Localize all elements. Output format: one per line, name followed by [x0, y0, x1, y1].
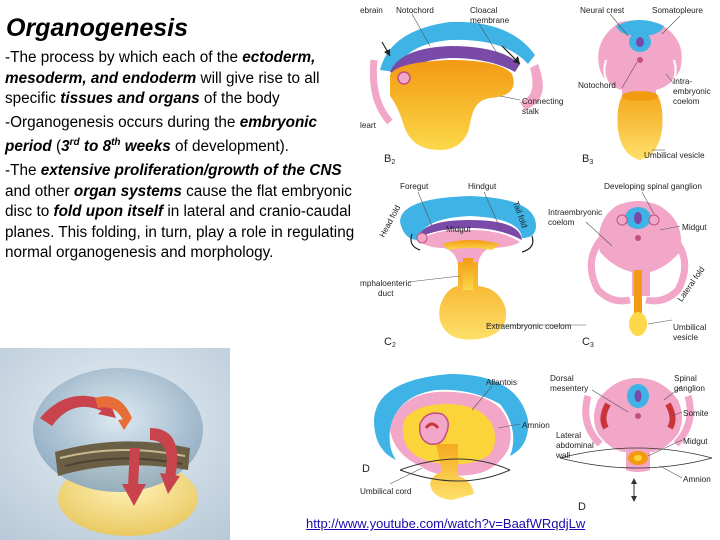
text-segment: weeks: [120, 138, 171, 156]
text-segment: organ systems: [73, 182, 182, 200]
text-segment: of the body: [199, 90, 280, 108]
label-midgut-c3: Midgut: [682, 223, 707, 232]
panel-label-b3: B3: [582, 153, 593, 166]
label-somite: Somite: [683, 409, 709, 418]
label-midgut-d3: Midgut: [683, 437, 708, 446]
label-omphaloenteric-1: mphaloenteric: [360, 279, 411, 288]
panel-label-b2: B2: [384, 153, 395, 166]
paragraph-3: -The extensive proliferation/growth of t…: [5, 161, 360, 264]
label-lateral-abd-2: abdominal: [556, 441, 594, 450]
text-segment: th: [111, 137, 121, 149]
text-segment: (: [51, 138, 62, 156]
label-leart: leart: [360, 121, 377, 130]
label-dorsal-mesentery-1: Dorsal: [550, 374, 574, 383]
diagram-d3: Dorsal mesentery Spinal ganglion Somite …: [550, 374, 713, 513]
label-umbilical-cord: Umbilical cord: [360, 487, 412, 496]
label-notochord-b3: Notochord: [578, 81, 616, 90]
diagram-d2: Allantois Amnion Umbilical cord D: [360, 374, 550, 500]
text-segment: -Organogenesis occurs during the: [5, 113, 240, 131]
diagram-c2: Foregut Hindgut Head fold Tail fold Midg…: [360, 182, 586, 349]
label-intra-2: embryonic: [673, 87, 711, 96]
diagram-b3: Neural crest Somatopleure Notochord Intr…: [578, 6, 711, 166]
label-cloacal-1: Cloacal: [470, 6, 497, 15]
panel-label-c2: C2: [384, 336, 396, 349]
paragraph-1: -The process by which each of the ectode…: [5, 48, 360, 110]
text-segment: will give rise to all specific: [5, 69, 320, 108]
label-umbilical-vesicle-c3-1: Umbilical: [673, 323, 706, 332]
label-umbilical-vesicle-c3-2: vesicle: [673, 333, 698, 342]
text-segment: of development).: [170, 138, 289, 156]
label-lateral-abd-1: Lateral: [556, 431, 581, 440]
label-omphaloenteric-2: duct: [378, 289, 394, 298]
paragraph-2: -Organogenesis occurs during the embryon…: [5, 113, 360, 158]
label-cloacal-2: membrane: [470, 16, 510, 25]
label-ebrain: ebrain: [360, 6, 383, 15]
label-developing-spinal-ganglion: Developing spinal ganglion: [604, 182, 702, 191]
label-connecting-stalk-2: stalk: [522, 107, 540, 116]
slide-body: -The process by which each of the ectode…: [5, 48, 360, 267]
panel-label-d3: D: [578, 501, 586, 513]
text-segment: -The process by which each of the: [5, 49, 243, 66]
text-segment: and other: [5, 182, 74, 200]
text-segment: 3: [61, 138, 70, 156]
diagram-b2: ebrain Notochord Cloacal membrane leart …: [360, 6, 564, 166]
label-dorsal-mesentery-2: mesentery: [550, 384, 589, 393]
text-segment: ectoderm, mesoderm, and endoderm: [5, 49, 316, 87]
label-midgut-c2: Midgut: [446, 225, 471, 234]
label-extraembryonic-coelom: Extraembryonic coelom: [486, 322, 572, 331]
label-lateral-abd-3: wall: [555, 451, 570, 460]
label-somatopleure: Somatopleure: [652, 6, 703, 15]
slide-title: Organogenesis: [6, 14, 188, 42]
label-head-fold: Head fold: [378, 203, 403, 239]
label-notochord-top: Notochord: [396, 6, 434, 15]
text-segment: in lateral and cranio-caudal planes. Thi…: [5, 203, 355, 262]
text-segment: rd: [69, 137, 80, 149]
label-neural-crest: Neural crest: [580, 6, 625, 15]
label-allantois: Allantois: [486, 378, 517, 387]
label-foregut: Foregut: [400, 182, 429, 191]
label-connecting-stalk-1: Connecting: [522, 97, 564, 106]
text-segment: embryonic period: [5, 113, 318, 156]
text-segment: to 8: [79, 138, 112, 156]
label-intra-1: Intra-: [673, 77, 692, 86]
text-segment: -The: [5, 162, 41, 180]
label-amnion-d3: Amnion: [683, 475, 711, 484]
embryo-folding-diagrams: ebrain Notochord Cloacal membrane leart …: [360, 6, 713, 513]
label-spinal-ganglion-1: Spinal: [674, 374, 697, 383]
label-umbilical-vesicle-b3: Umbilical vesicle: [644, 151, 705, 160]
label-intra-3: coelom: [673, 97, 700, 106]
embryo-folding-photo: [0, 348, 230, 540]
text-segment: extensive proliferation/growth of the CN…: [40, 162, 342, 180]
youtube-link[interactable]: http://www.youtube.com/watch?v=BaafWRqdj…: [306, 516, 586, 531]
label-intraembryonic-coelom-c3-1: Intraembryonic: [548, 208, 602, 217]
diagram-c3: Developing spinal ganglion Intraembryoni…: [548, 182, 707, 349]
text-segment: fold upon itself: [53, 203, 164, 221]
panel-label-d2: D: [362, 463, 370, 475]
label-spinal-ganglion-2: ganglion: [674, 384, 705, 393]
label-intraembryonic-coelom-c3-2: coelom: [548, 218, 575, 227]
text-segment: tissues and organs: [60, 90, 200, 108]
label-amnion-d2: Amnion: [522, 421, 550, 430]
panel-label-c3: C3: [582, 336, 594, 349]
label-hindgut: Hindgut: [468, 182, 497, 191]
text-segment: cause the flat embryonic disc to: [5, 182, 352, 221]
